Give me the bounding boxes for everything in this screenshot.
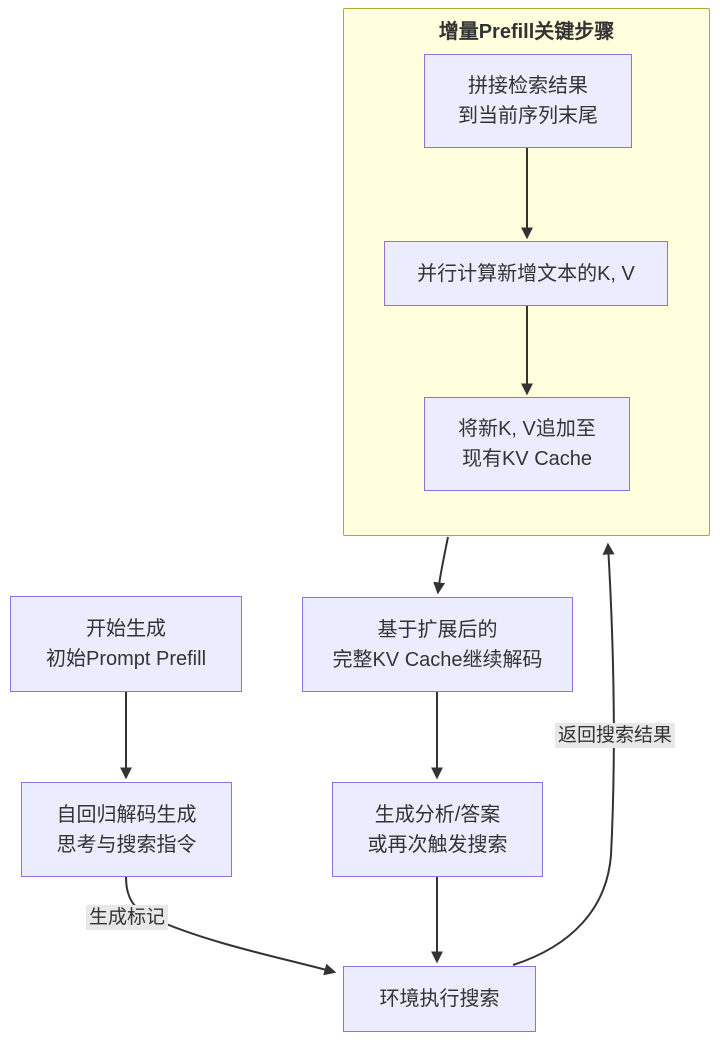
node-start-generation: 开始生成 初始Prompt Prefill (10, 596, 242, 692)
edge-env-search-to-cluster (512, 542, 615, 966)
edge-label-return-results: 返回搜索结果 (555, 723, 676, 748)
edge-cluster-to-continue-decode (433, 536, 449, 595)
node-generate-analysis: 生成分析/答案 或再次触发搜索 (332, 782, 543, 877)
node-concat-results-line2: 到当前序列末尾 (458, 105, 598, 127)
node-autoregressive-decode-line1: 自回归解码生成 (56, 803, 197, 826)
node-concat-results: 拼接检索结果 到当前序列末尾 (424, 54, 632, 148)
node-compute-kv: 并行计算新增文本的K, V (384, 241, 668, 306)
node-generate-analysis-line1: 生成分析/答案 (374, 803, 501, 826)
node-generate-analysis-line2: 或再次触发搜索 (367, 833, 508, 856)
node-start-generation-line2: 初始Prompt Prefill (45, 648, 207, 670)
node-start-generation-line1: 开始生成 (86, 618, 166, 640)
node-env-search: 环境执行搜索 (343, 966, 536, 1032)
cluster-title: 增量Prefill关键步骤 (438, 21, 615, 43)
node-append-kv: 将新K, V追加至 现有KV Cache (424, 397, 630, 491)
node-continue-decode-line2: 完整KV Cache继续解码 (332, 648, 543, 671)
node-concat-results-line1: 拼接检索结果 (468, 75, 588, 97)
edge-autoregressive-to-env-search (125, 876, 337, 976)
node-continue-decode-line1: 基于扩展后的 (377, 618, 498, 641)
node-env-search-line1: 环境执行搜索 (379, 988, 500, 1010)
node-autoregressive-decode-line2: 思考与搜索指令 (56, 833, 197, 856)
node-append-kv-line2: 现有KV Cache (461, 448, 593, 470)
node-continue-decode: 基于扩展后的 完整KV Cache继续解码 (302, 597, 573, 692)
node-append-kv-line1: 将新K, V追加至 (458, 418, 596, 440)
edge-label-generate-token: 生成标记 (86, 905, 169, 930)
node-compute-kv-line1: 并行计算新增文本的K, V (417, 262, 635, 285)
node-autoregressive-decode: 自回归解码生成 思考与搜索指令 (21, 782, 232, 877)
